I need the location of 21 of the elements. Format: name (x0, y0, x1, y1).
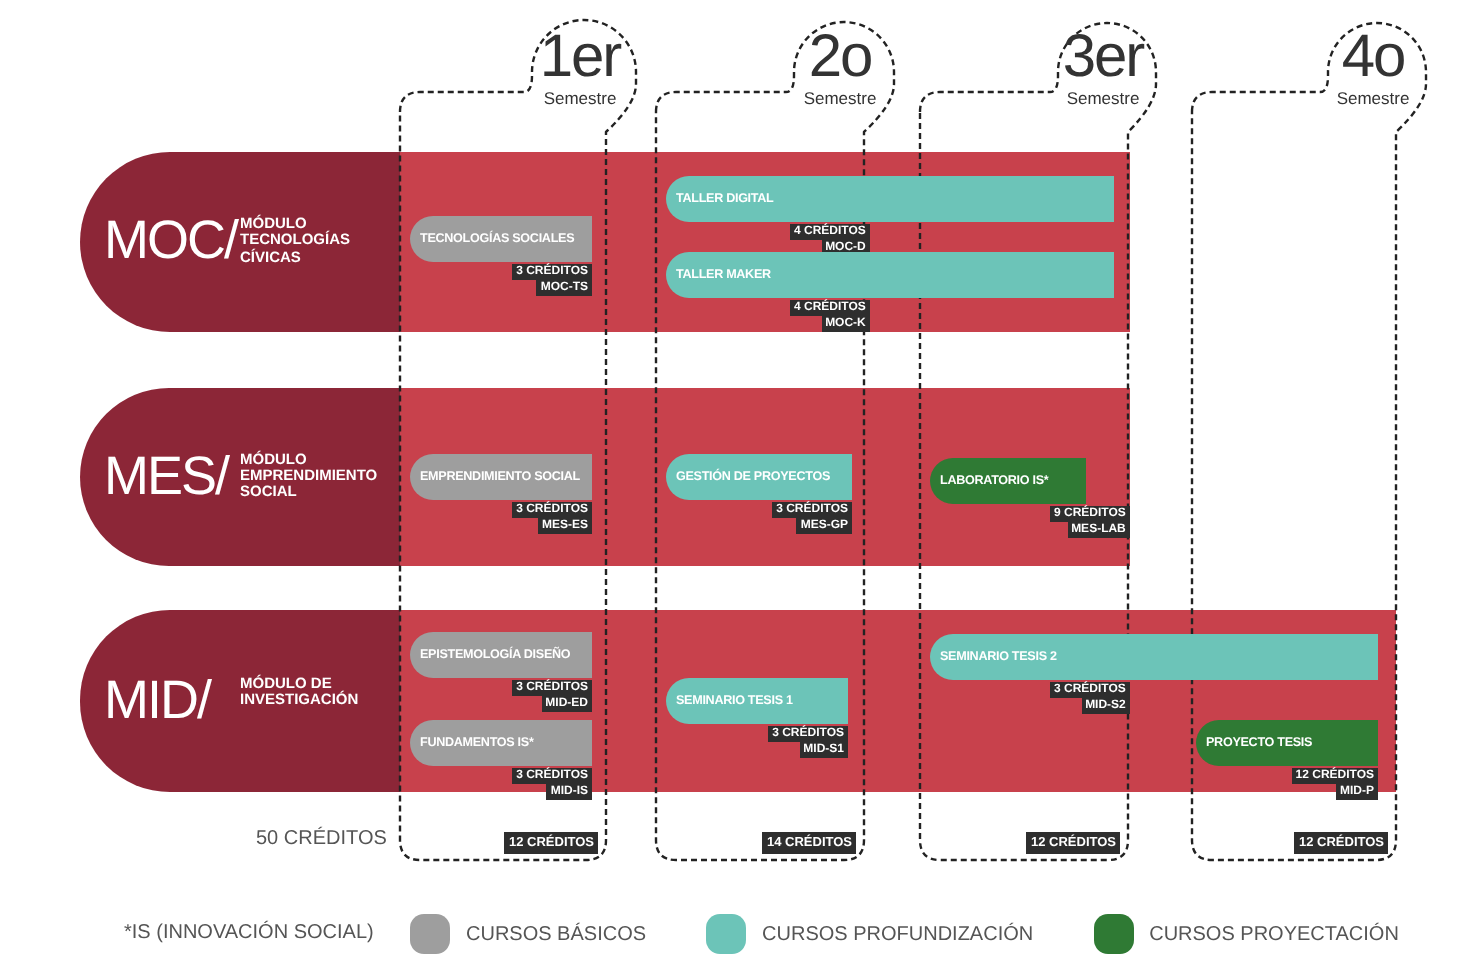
semester-column (918, 21, 1158, 862)
semester-column (654, 20, 896, 862)
semester-number: 2o (806, 28, 874, 88)
module-code: MID/ (104, 673, 210, 727)
module-band (80, 152, 1130, 332)
semester-label: Semestre (541, 88, 619, 108)
semester-number: 3er (1060, 28, 1147, 88)
semester-label: Semestre (1064, 88, 1142, 108)
semester-number: 4o (1339, 28, 1407, 88)
semester-label: Semestre (1334, 88, 1412, 108)
legend-label: CURSOS PROYECTACIÓN (1149, 923, 1399, 945)
total-credits: 50 CRÉDITOS (256, 828, 387, 850)
footnote: *IS (INNOVACIÓN SOCIAL) (124, 922, 374, 944)
legend-label: CURSOS PROFUNDIZACIÓN (762, 923, 1034, 945)
module-code: MES/ (104, 449, 229, 503)
legend-label: CURSOS BÁSICOS (466, 923, 647, 945)
semester-column (398, 18, 638, 862)
semester-number: 1er (537, 28, 624, 88)
semester-column (1190, 21, 1428, 862)
semester-label: Semestre (801, 88, 879, 108)
module-code: MOC/ (104, 214, 237, 268)
